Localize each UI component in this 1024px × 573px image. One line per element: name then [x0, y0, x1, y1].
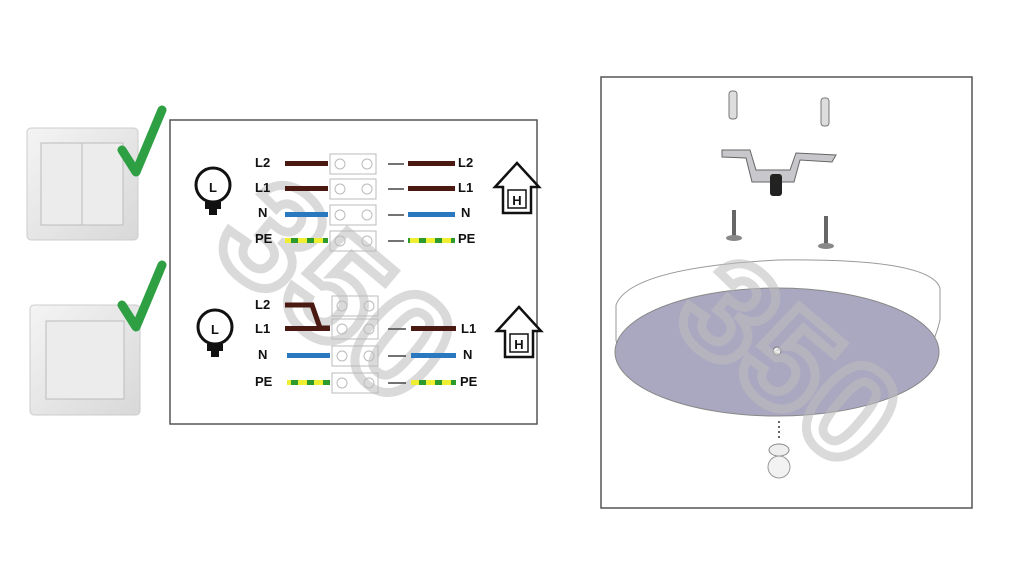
svg-text:H: H [512, 193, 521, 208]
wire-n [285, 212, 328, 217]
svg-text:L2: L2 [255, 297, 270, 312]
screw-icon [726, 210, 742, 241]
house-icon: H [494, 305, 544, 359]
svg-text:H: H [514, 337, 523, 352]
terminal-block [331, 295, 379, 394]
svg-text:L1: L1 [255, 180, 270, 195]
wire-pe [285, 238, 328, 243]
svg-text:L1: L1 [461, 321, 476, 336]
lamp-icon: L [194, 166, 232, 215]
svg-text:L2: L2 [255, 155, 270, 170]
svg-text:PE: PE [460, 374, 478, 389]
svg-text:PE: PE [255, 231, 273, 246]
house-icon: H [492, 161, 542, 215]
screw-icon [818, 216, 834, 249]
check-icon [117, 105, 167, 177]
wall-plug-icon [820, 97, 830, 127]
arrow-icons [388, 328, 406, 384]
svg-text:N: N [258, 205, 267, 220]
mounting-bracket-icon [721, 149, 837, 183]
svg-text:N: N [463, 347, 472, 362]
svg-text:N: N [258, 347, 267, 362]
svg-text:N: N [461, 205, 470, 220]
check-icon [117, 260, 167, 332]
svg-text:PE: PE [255, 374, 273, 389]
svg-text:L1: L1 [255, 321, 270, 336]
wall-plug-icon [728, 90, 738, 120]
terminal-block [329, 153, 377, 252]
svg-text:L2: L2 [458, 155, 473, 170]
lamp-icon: L [196, 308, 234, 357]
cap-nut-icon [767, 443, 791, 479]
double-switch [26, 127, 139, 241]
arrow-icons [388, 163, 404, 242]
svg-text:L: L [209, 180, 217, 195]
svg-text:L1: L1 [458, 180, 473, 195]
wiring-diagram-top: L L2 L1 N PE L2 L1 N PE [194, 153, 542, 252]
wire-l1 [285, 186, 328, 191]
mounting-parts [614, 90, 941, 479]
svg-text:PE: PE [458, 231, 476, 246]
wire-l2 [285, 161, 328, 166]
single-switch [29, 304, 141, 416]
svg-text:L: L [211, 322, 219, 337]
wiring-diagram-bottom: L L2 L1 N PE L1 N PE H [196, 295, 544, 394]
